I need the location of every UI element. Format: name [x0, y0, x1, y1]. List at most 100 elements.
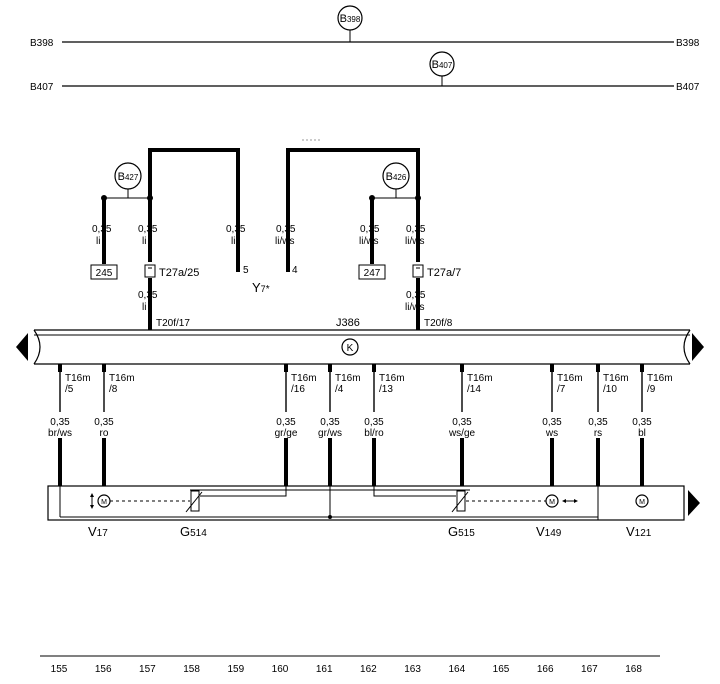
- lower-wire-pin-a: T16m: [467, 373, 493, 384]
- potentiometer-g515-icon: [451, 490, 469, 513]
- grid-number: 159: [227, 664, 244, 675]
- connector-b407-sub: 407: [439, 61, 453, 70]
- grid-number: 156: [95, 664, 112, 675]
- lower-wire-pin-a: T16m: [109, 373, 135, 384]
- component-v121-label: V121: [626, 524, 652, 539]
- lower-wire-pin-a: T16m: [291, 373, 317, 384]
- upper-wire-label-w5: 0,35 li/ws: [359, 224, 380, 247]
- lower-wire-gauge: 0,35: [320, 417, 340, 428]
- lower-wire-color: ws: [545, 428, 558, 439]
- svg-text:M: M: [639, 499, 645, 506]
- continue-left-arrow: [16, 333, 28, 361]
- lower-wire-gauge: 0,35: [50, 417, 70, 428]
- lower-wires: T16m/50,35br/wsT16m/80,35roT16m/160,35gr…: [48, 364, 673, 486]
- component-y7-label: Y7*: [252, 280, 270, 295]
- component-g514-label: G514: [180, 524, 207, 539]
- svg-text:li/ws: li/ws: [359, 236, 378, 247]
- bus-b407-label-left: B407: [30, 82, 54, 93]
- connector-b398-sub: 398: [347, 15, 361, 24]
- grid-number: 167: [581, 664, 598, 675]
- upper-wire-label-w3: 0,35 li: [226, 224, 246, 247]
- svg-text:0,35: 0,35: [138, 224, 158, 235]
- box-continue-arrow: [688, 490, 700, 516]
- grid-number: 158: [183, 664, 200, 675]
- connector-b398: B398: [337, 5, 363, 31]
- motor-v149-icon: M: [545, 494, 578, 508]
- svg-text:0,35: 0,35: [360, 224, 380, 235]
- lower-wire-pin-a: T16m: [557, 373, 583, 384]
- grid-number: 160: [272, 664, 289, 675]
- lower-wire-pin-b: /8: [109, 384, 118, 395]
- lower-wire-color: ro: [100, 428, 109, 439]
- svg-text:T27a/25: T27a/25: [159, 267, 199, 279]
- lower-wire-color: ws/ge: [448, 428, 476, 439]
- ref-box-247: 247: [358, 264, 386, 280]
- svg-text:0,35: 0,35: [276, 224, 296, 235]
- svg-text:li: li: [142, 236, 146, 247]
- svg-text:0,35: 0,35: [406, 290, 426, 301]
- lower-wire-pin-a: T16m: [335, 373, 361, 384]
- svg-text:0,35: 0,35: [406, 224, 426, 235]
- lower-wire-gauge: 0,35: [452, 417, 472, 428]
- upper-wire-label-w2: 0,35 li: [138, 224, 158, 247]
- lower-wire-pin-b: /14: [467, 384, 481, 395]
- svg-text:B407: B407: [432, 59, 453, 71]
- ref-box-245: 245: [90, 264, 118, 280]
- svg-text:247: 247: [364, 268, 381, 279]
- lower-wire-gauge: 0,35: [542, 417, 562, 428]
- grid-number: 163: [404, 664, 421, 675]
- component-g515-label: G515: [448, 524, 475, 539]
- svg-text:B427: B427: [118, 171, 139, 183]
- connector-b427-sub: 427: [125, 173, 139, 182]
- svg-text:245: 245: [96, 268, 113, 279]
- connector-b426-sub: 426: [393, 173, 407, 182]
- svg-text:li: li: [142, 302, 146, 313]
- connector-t27a-25: T27a/25: [144, 264, 199, 279]
- lower-wire-pin-a: T16m: [379, 373, 405, 384]
- lower-wire-color: br/ws: [48, 428, 72, 439]
- lower-wire-pin-b: /16: [291, 384, 305, 395]
- connector-b426-prefix: B: [386, 171, 393, 183]
- upper-wire-label-w4: 0,35 li/ws: [275, 224, 296, 247]
- continue-right-arrow: [692, 333, 704, 361]
- svg-text:M: M: [101, 499, 107, 506]
- lower-wire-color: gr/ge: [275, 428, 298, 439]
- grid-number: 157: [139, 664, 156, 675]
- connector-b407-prefix: B: [432, 59, 439, 71]
- svg-text:li/ws: li/ws: [405, 302, 424, 313]
- bus-b407: B407 B407 B407: [30, 51, 700, 93]
- svg-text:T27a/7: T27a/7: [427, 267, 461, 279]
- grid-number: 164: [448, 664, 465, 675]
- lower-wire-gauge: 0,35: [632, 417, 652, 428]
- pin-4-label: 4: [292, 265, 298, 276]
- lower-wire-gauge: 0,35: [364, 417, 384, 428]
- grid-number: 165: [493, 664, 510, 675]
- upper-wire-label-w1: 0,35 li: [92, 224, 112, 247]
- component-v149-label: V149: [536, 524, 562, 539]
- svg-text:li: li: [96, 236, 100, 247]
- pin-t20f-17-label: T20f/17: [156, 318, 190, 329]
- connector-b407: B407: [429, 51, 455, 77]
- connector-b398-prefix: B: [340, 13, 347, 25]
- lower-wire-color: rs: [594, 428, 602, 439]
- component-v17-label: V17: [88, 524, 108, 539]
- svg-text:0,35: 0,35: [138, 290, 158, 301]
- lower-wire-color: bl/ro: [364, 428, 384, 439]
- module-j386: J386 K: [16, 317, 704, 365]
- lower-wire-pin-b: /7: [557, 384, 566, 395]
- connector-t27a-7: T27a/7: [412, 264, 461, 279]
- grid-number: 168: [625, 664, 642, 675]
- svg-text:li/ws: li/ws: [405, 236, 424, 247]
- bus-b407-label-right: B407: [676, 82, 700, 93]
- lower-wire-pin-b: /4: [335, 384, 344, 395]
- svg-text:li/ws: li/ws: [275, 236, 294, 247]
- lower-wire-gauge: 0,35: [94, 417, 114, 428]
- lower-wire-gauge: 0,35: [588, 417, 608, 428]
